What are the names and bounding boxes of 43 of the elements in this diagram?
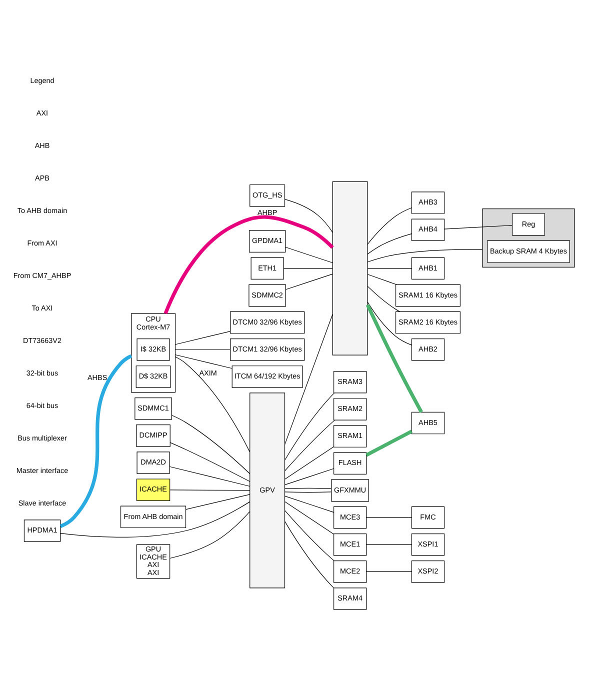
connector (284, 420, 336, 472)
connector (367, 302, 412, 346)
connector (174, 356, 250, 452)
connector (366, 571, 412, 572)
connector (169, 466, 250, 487)
connector (367, 249, 483, 262)
connector (174, 331, 231, 345)
connector (60, 502, 250, 538)
connector (366, 304, 423, 413)
connector (170, 442, 250, 482)
connector (366, 430, 413, 457)
connector (367, 207, 412, 245)
connector (285, 246, 333, 264)
connector (367, 274, 397, 285)
cluster (482, 208, 575, 268)
connector (367, 268, 412, 269)
connector (444, 225, 513, 230)
connector (170, 490, 250, 491)
connector (284, 510, 334, 562)
connector (284, 501, 334, 534)
connector (286, 274, 333, 290)
connector (366, 544, 412, 545)
connector (284, 199, 333, 233)
connector (186, 494, 250, 510)
connector (164, 215, 334, 314)
connector (366, 517, 412, 518)
connector (284, 392, 335, 460)
connector (284, 314, 333, 445)
connector (284, 521, 334, 588)
connector (60, 354, 132, 528)
connector (367, 233, 412, 254)
node-box (332, 181, 368, 356)
connector (171, 414, 250, 474)
connector (283, 268, 333, 269)
connector (284, 496, 334, 513)
connector (284, 492, 332, 493)
connector (367, 286, 400, 312)
connector (170, 511, 250, 559)
connector (284, 468, 334, 486)
connector (284, 446, 334, 480)
connector (284, 488, 332, 489)
connector (174, 349, 231, 350)
connector (174, 354, 232, 369)
